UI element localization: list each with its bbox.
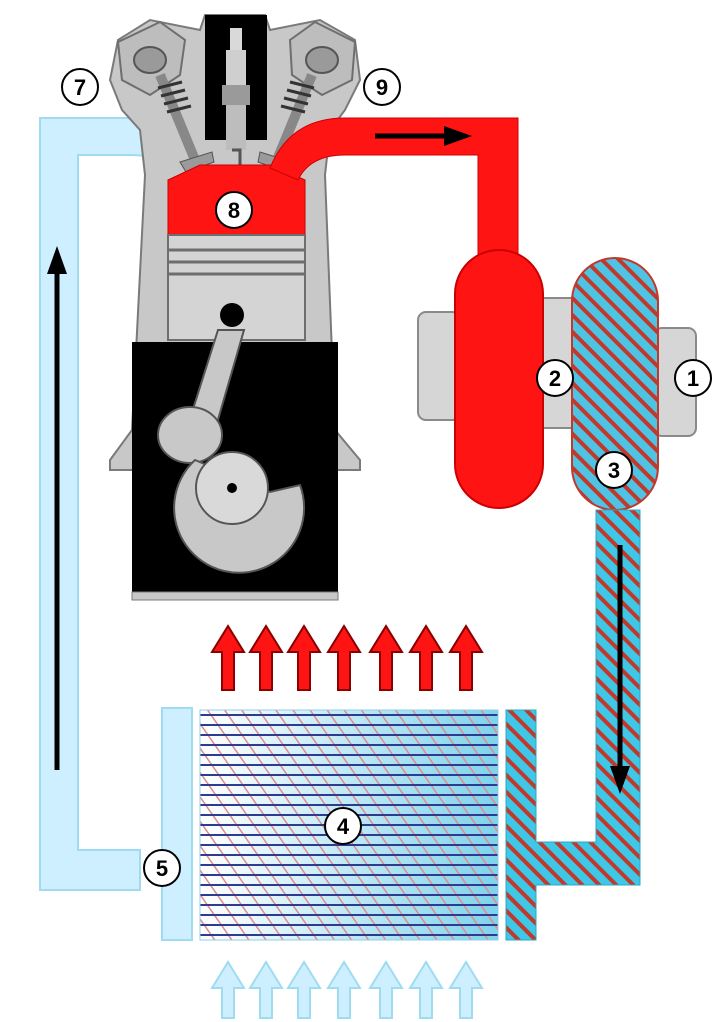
- warm-air-arrow: [326, 624, 362, 691]
- cool-air-arrow: [368, 960, 404, 1019]
- cool-air-arrow: [286, 960, 322, 1019]
- svg-text:4: 4: [337, 814, 350, 839]
- cool-air-arrows: [210, 960, 484, 1019]
- svg-text:5: 5: [156, 856, 168, 881]
- spark-plug: [205, 15, 267, 170]
- connecting-rod: [157, 329, 246, 464]
- charged-air-pipe: [505, 509, 641, 941]
- warm-air-arrow: [448, 624, 484, 691]
- cool-air-arrow: [408, 960, 444, 1019]
- svg-text:1: 1: [687, 366, 699, 391]
- svg-text:8: 8: [228, 198, 240, 223]
- turbocharger: [417, 249, 697, 511]
- label-3: 3: [595, 451, 633, 489]
- warm-air-arrow: [408, 624, 444, 691]
- svg-text:2: 2: [549, 366, 561, 391]
- warm-air-arrow: [368, 624, 404, 691]
- cool-air-arrow: [326, 960, 362, 1019]
- svg-text:3: 3: [608, 458, 620, 483]
- label-2: 2: [536, 359, 574, 397]
- warm-air-arrow: [248, 624, 284, 691]
- label-7: 7: [61, 68, 99, 106]
- warm-air-arrows: [210, 624, 484, 691]
- label-4: 4: [324, 807, 362, 845]
- cool-air-arrow: [210, 960, 246, 1019]
- charged-flow-arrow: [610, 545, 630, 794]
- svg-text:7: 7: [74, 75, 86, 100]
- svg-text:9: 9: [376, 75, 388, 100]
- warm-air-arrow: [286, 624, 322, 691]
- intercooler-end-tank-left: [161, 707, 193, 941]
- crankshaft: [173, 451, 306, 574]
- intake-valve: [155, 73, 215, 173]
- exhaust-pipe-hot: [269, 117, 519, 256]
- label-1: 1: [674, 359, 712, 397]
- label-5: 5: [143, 849, 181, 887]
- turbine-housing: [454, 249, 544, 509]
- cool-air-arrow: [248, 960, 284, 1019]
- intake-flow-arrow: [47, 246, 67, 770]
- piston: [167, 234, 306, 341]
- warm-air-arrow: [210, 624, 246, 691]
- label-9: 9: [363, 68, 401, 106]
- exhaust-flow-arrow: [375, 126, 472, 146]
- label-8: 8: [215, 191, 253, 229]
- cool-air-arrow: [448, 960, 484, 1019]
